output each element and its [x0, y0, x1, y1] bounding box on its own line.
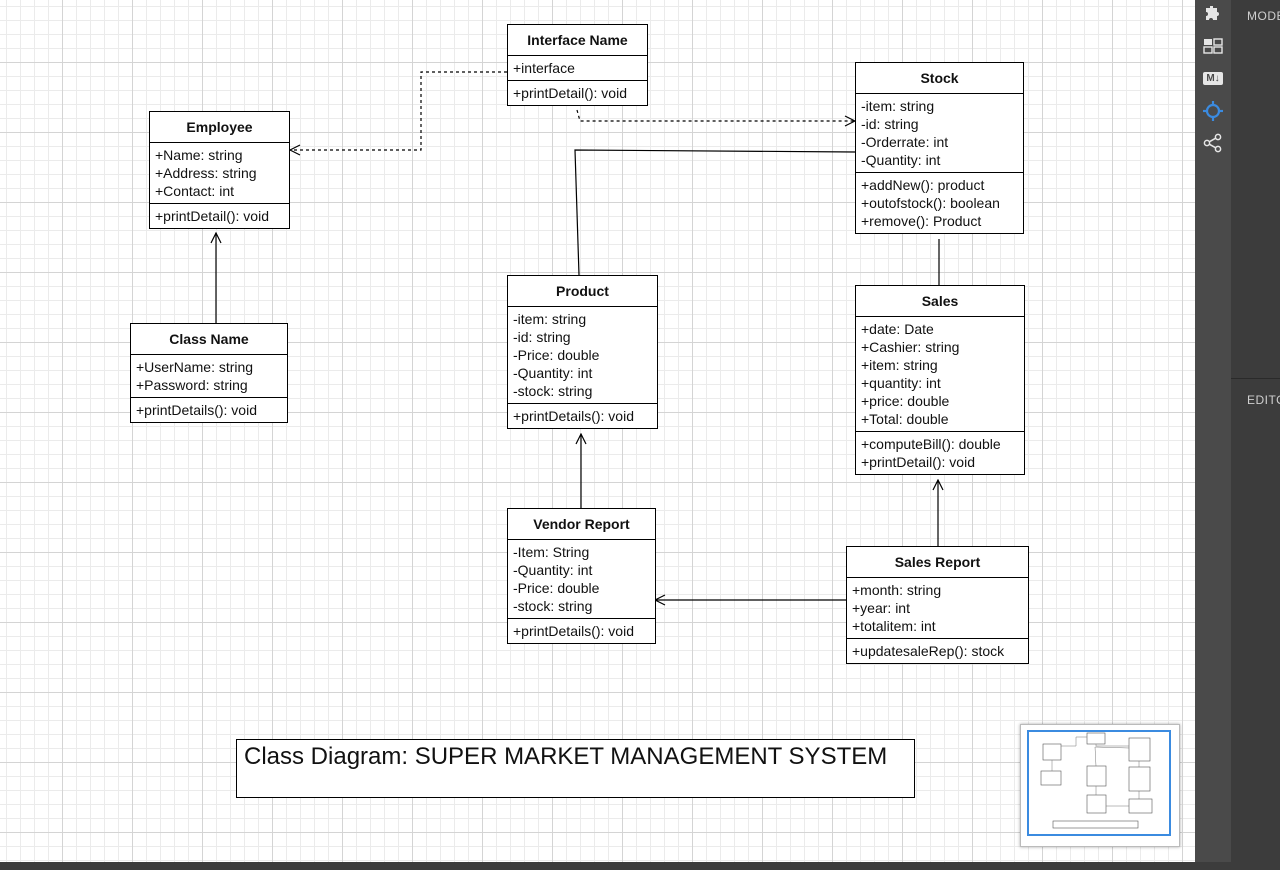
class-member: +remove(): Product [861, 213, 982, 229]
class-vendor-report-methods: +printDetails(): void [508, 619, 655, 643]
relationship-edges [0, 71, 1195, 862]
class-member: -item: string [513, 311, 587, 327]
class-member: -id: string [513, 329, 571, 345]
class-member: -Price: double [513, 580, 600, 596]
class-member: +UserName: string [136, 359, 254, 375]
class-stock-attributes: -item: string -id: string -Orderrate: int -… [856, 94, 1023, 173]
class-member: +date: Date [861, 321, 934, 337]
class-sales-report-attributes: +month: string +year: int +totalitem: int [847, 578, 1028, 639]
class-stock-methods: +addNew(): product +outofstock(): boolean… [856, 173, 1023, 233]
edge-interface-stock[interactable] [576, 109, 855, 121]
class-sales-methods: +computeBill(): double +printDetail(): vo… [856, 432, 1024, 474]
class-sales-report-title: Sales Report [847, 547, 1028, 578]
diagram-canvas[interactable]: Interface Name +interface +printDetail()… [0, 0, 1195, 862]
outline-minimap[interactable] [1020, 724, 1180, 847]
class-sales[interactable]: Sales +date: Date +Cashier: string +item: … [855, 285, 1025, 475]
class-employee-attributes: +Name: string +Address: string +Contact: i… [150, 143, 289, 204]
class-product[interactable]: Product -item: string -id: string -Price: … [507, 275, 658, 429]
class-member: -Quantity: int [513, 365, 593, 381]
class-member: +Password: string [136, 377, 248, 393]
class-member: +printDetail(): void [861, 454, 975, 470]
class-member: -Quantity: int [861, 152, 941, 168]
markdown-icon[interactable]: M↓ [1201, 67, 1225, 89]
minimap-viewport[interactable] [1027, 730, 1171, 836]
class-product-attributes: -item: string -id: string -Price: double -Q… [508, 307, 657, 404]
class-member: +year: int [852, 600, 910, 616]
class-interface-name-methods: +printDetail(): void [508, 81, 647, 105]
class-member: +Name: string [155, 147, 243, 163]
class-employee-methods: +printDetail(): void [150, 204, 289, 228]
class-interface-name[interactable]: Interface Name +interface +printDetail()… [507, 24, 648, 106]
class-member: +computeBill(): double [861, 436, 1001, 452]
class-class-name[interactable]: Class Name +UserName: string +Password: s… [130, 323, 288, 423]
class-sales-report[interactable]: Sales Report +month: string +year: int +to… [846, 546, 1029, 664]
class-employee[interactable]: Employee +Name: string +Address: string +C… [149, 111, 290, 229]
target-icon[interactable] [1201, 100, 1225, 122]
class-member: +printDetails(): void [513, 623, 634, 639]
class-member: +updatesaleRep(): stock [852, 643, 1005, 659]
class-member: +interface [513, 60, 575, 76]
class-member: -Item: String [513, 544, 590, 560]
class-member: +printDetail(): void [513, 85, 627, 101]
class-sales-attributes: +date: Date +Cashier: string +item: string… [856, 317, 1024, 432]
status-bar [0, 862, 1280, 870]
class-member: +Address: string [155, 165, 257, 181]
class-member: -Price: double [513, 347, 600, 363]
class-product-methods: +printDetails(): void [508, 404, 657, 428]
panel-header-editor[interactable]: EDITO [1247, 393, 1280, 407]
class-member: -Orderrate: int [861, 134, 949, 150]
class-sales-title: Sales [856, 286, 1024, 317]
class-member: +printDetail(): void [155, 208, 269, 224]
class-member: +addNew(): product [861, 177, 985, 193]
edge-interface-employee[interactable] [290, 71, 507, 150]
class-member: +Cashier: string [861, 339, 960, 355]
class-member: +price: double [861, 393, 950, 409]
class-member: +Contact: int [155, 183, 234, 199]
class-member: +Total: double [861, 411, 949, 427]
class-class-name-methods: +printDetails(): void [131, 398, 287, 422]
class-member: +outofstock(): boolean [861, 195, 1000, 211]
class-class-name-attributes: +UserName: string +Password: string [131, 355, 287, 398]
class-class-name-title: Class Name [131, 324, 287, 355]
class-vendor-report[interactable]: Vendor Report -Item: String -Quantity: in… [507, 508, 656, 644]
class-employee-title: Employee [150, 112, 289, 143]
share-icon[interactable] [1201, 132, 1225, 154]
class-member: -item: string [861, 98, 935, 114]
diagram-title[interactable]: Class Diagram: SUPER MARKET MANAGEMENT S… [236, 739, 915, 798]
class-vendor-report-attributes: -Item: String -Quantity: int -Price: doubl… [508, 540, 655, 619]
class-interface-name-attributes: +interface [508, 56, 647, 81]
class-vendor-report-title: Vendor Report [508, 509, 655, 540]
class-stock-title: Stock [856, 63, 1023, 94]
panel-divider [1231, 378, 1280, 379]
minimap-preview [1040, 732, 1153, 829]
puzzle-icon[interactable] [1201, 2, 1225, 24]
class-member: -stock: string [513, 383, 593, 399]
class-member: +item: string [861, 357, 938, 373]
format-toolbar: M↓ [1195, 0, 1231, 862]
class-member: -id: string [861, 116, 919, 132]
class-member: +printDetails(): void [136, 402, 257, 418]
class-sales-report-methods: +updatesaleRep(): stock [847, 639, 1028, 663]
layout-icon[interactable] [1201, 35, 1225, 57]
class-member: +printDetails(): void [513, 408, 634, 424]
class-member: -Quantity: int [513, 562, 593, 578]
class-stock[interactable]: Stock -item: string -id: string -Orderrate… [855, 62, 1024, 234]
class-member: +quantity: int [861, 375, 941, 391]
class-interface-name-title: Interface Name [508, 25, 647, 56]
edge-product-stock[interactable] [574, 149, 856, 276]
class-product-title: Product [508, 276, 657, 307]
markdown-badge: M↓ [1203, 71, 1223, 85]
class-member: -stock: string [513, 598, 593, 614]
class-member: +totalitem: int [852, 618, 936, 634]
class-member: +month: string [852, 582, 942, 598]
